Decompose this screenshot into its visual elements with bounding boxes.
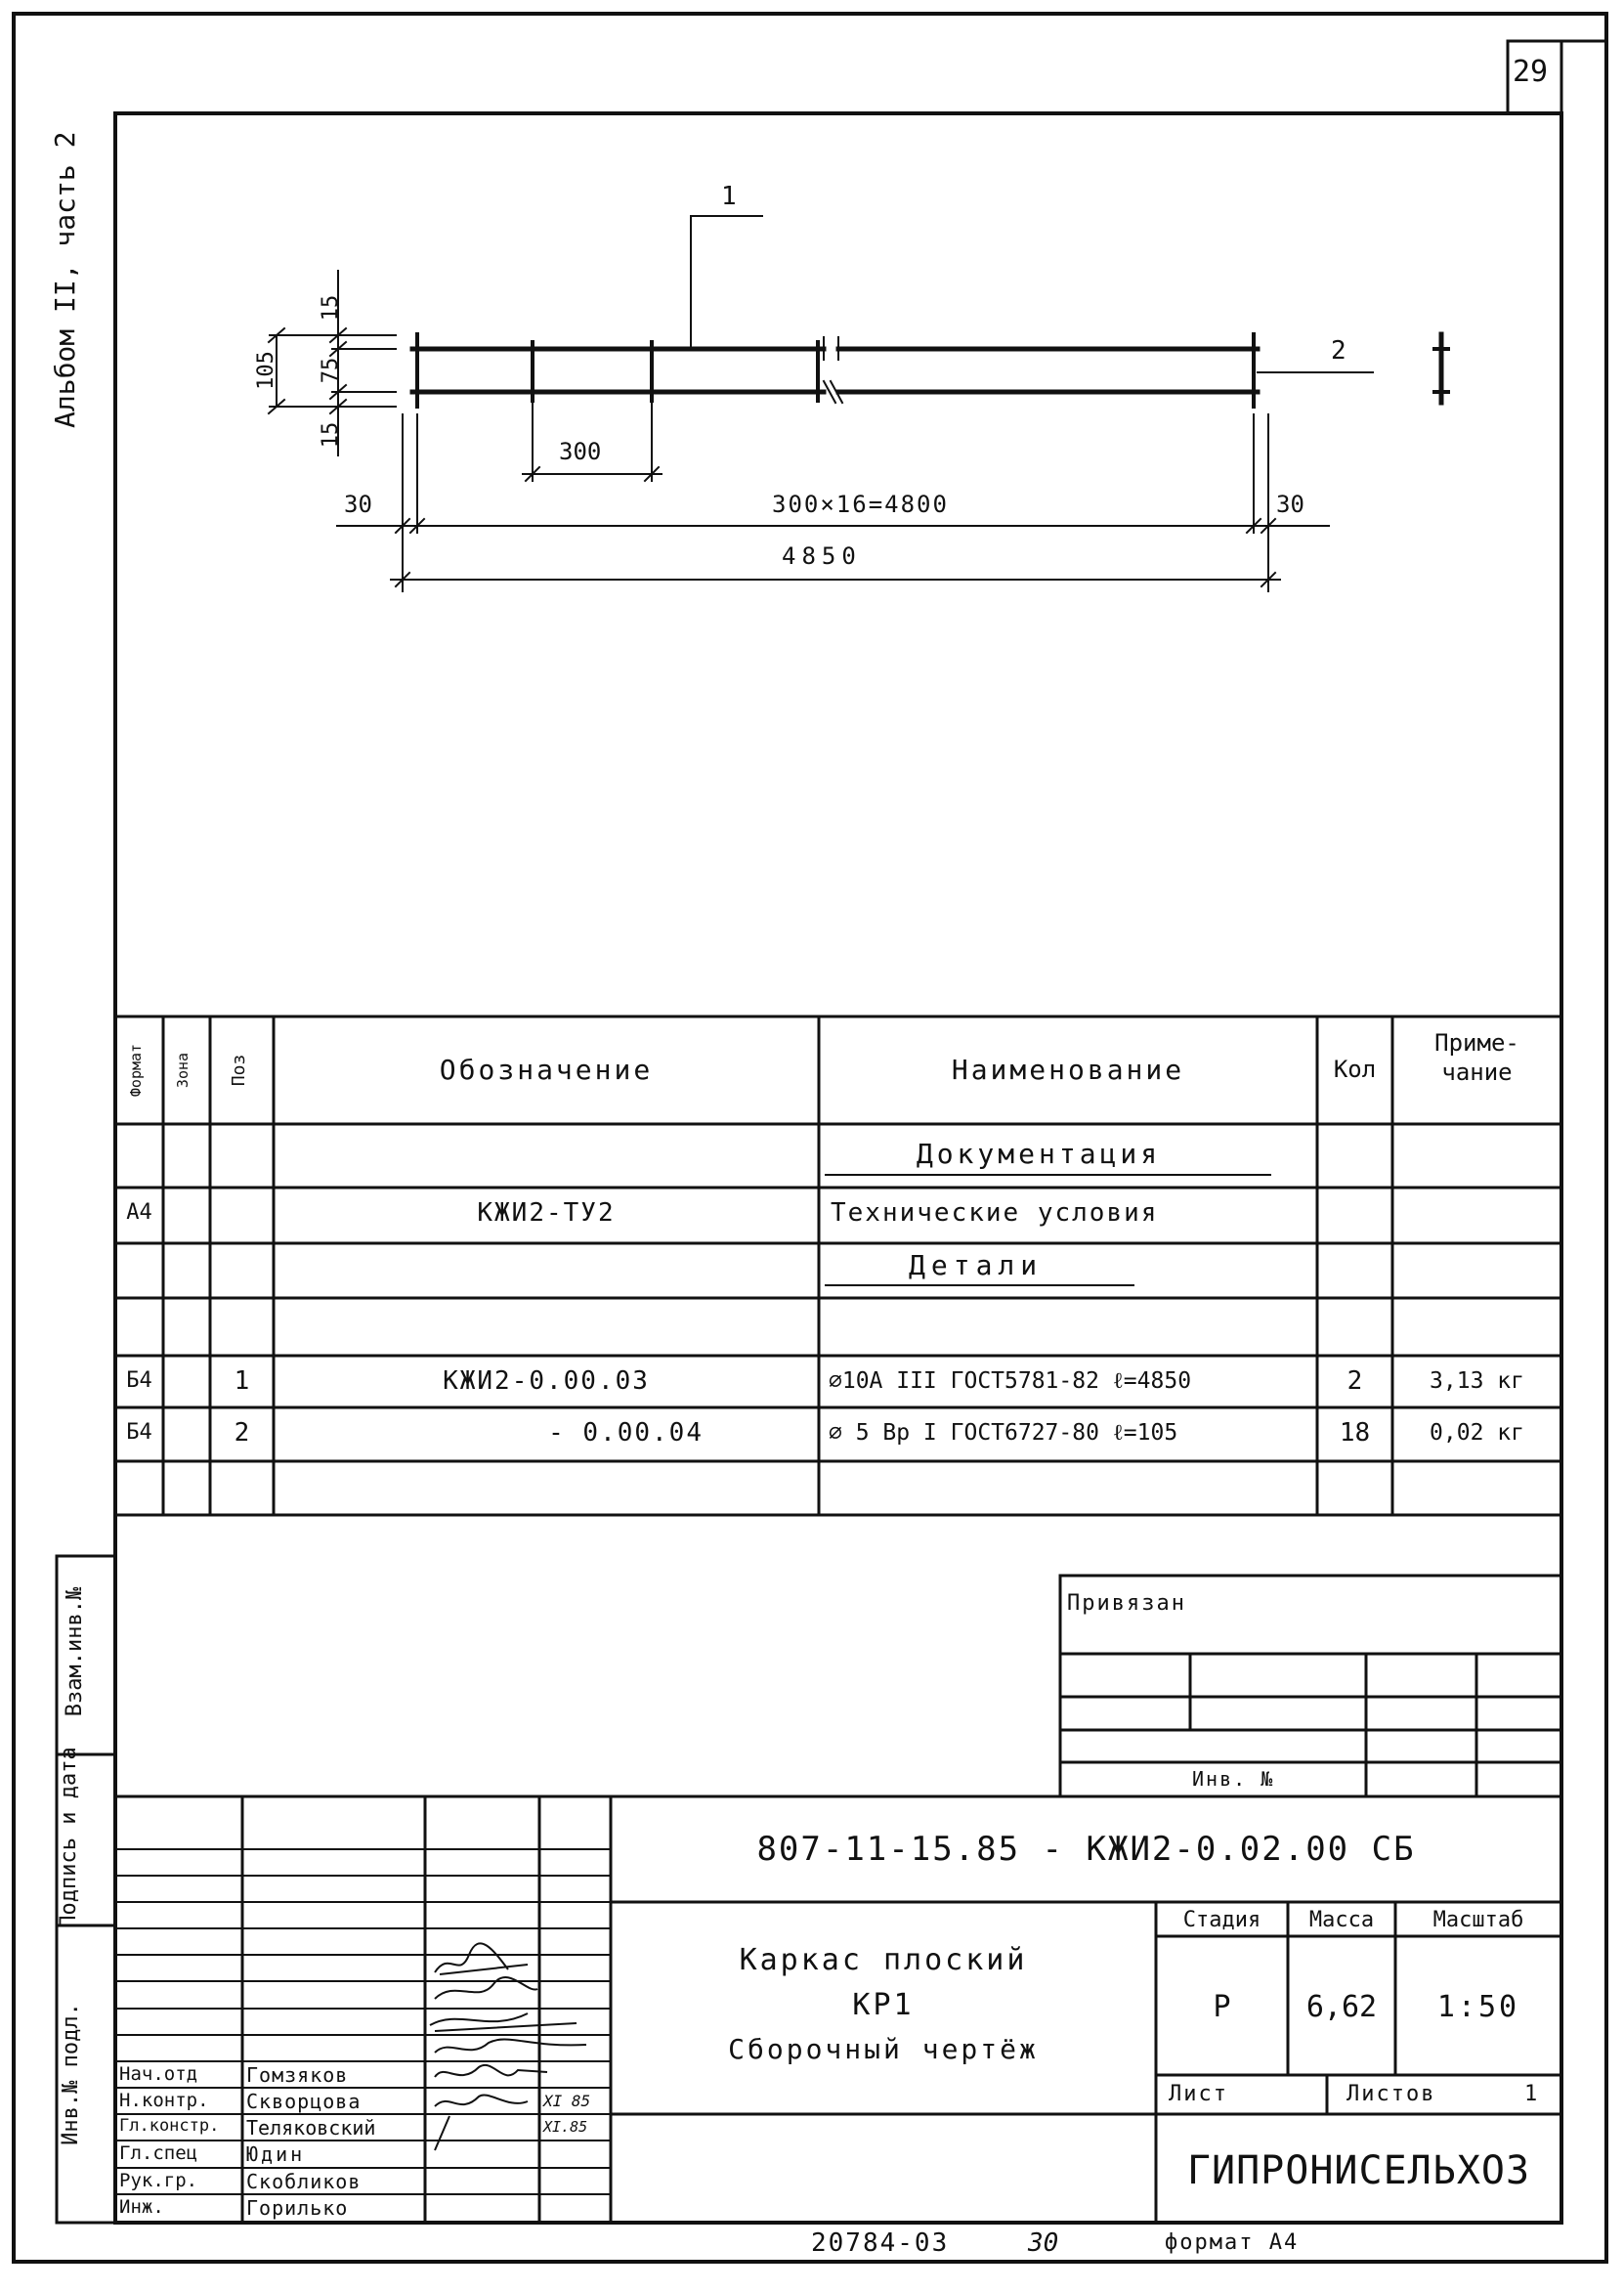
row1-prim: 3,13 кг	[1430, 1368, 1524, 1394]
name-skvortsova: Скворцова	[246, 2090, 362, 2113]
podpis-data-label: Подпись и дата	[57, 1747, 81, 1928]
dim-15-top: 15	[319, 294, 343, 322]
docs-row-naim: Технические условия	[831, 1198, 1159, 1228]
list-label: Лист	[1169, 2082, 1228, 2106]
header-zona: Зона	[174, 1052, 192, 1089]
organization: ГИПРОНИСЕЛЬХОЗ	[1186, 2148, 1531, 2193]
dim-105: 105	[254, 351, 278, 390]
dim-30-left: 30	[344, 491, 372, 518]
name-gorilko: Горилько	[246, 2196, 349, 2220]
header-primechanie: Приме- чание	[1434, 1029, 1519, 1086]
leader-2-label: 2	[1331, 336, 1346, 366]
name-gomzyakov: Гомзяков	[246, 2063, 349, 2087]
privyazan-lines	[1058, 1574, 1563, 1798]
footer-format: формат А4	[1165, 2230, 1300, 2255]
listov-value: 1	[1524, 2082, 1538, 2106]
section-docs: Документация	[916, 1138, 1162, 1170]
docs-row-format: А4	[126, 1200, 152, 1225]
listov-label: Листов	[1346, 2082, 1436, 2106]
masshtab-label: Масштаб	[1432, 1908, 1524, 1932]
masshtab-value: 1:50	[1436, 1990, 1520, 2024]
name-skoblikov: Скобликов	[246, 2170, 362, 2193]
massa-value: 6,62	[1305, 1990, 1378, 2024]
signature-skoblikov	[434, 2064, 548, 2078]
header-kol: Кол	[1333, 1056, 1377, 1083]
title-name-line1: Каркас плоский	[739, 1943, 1028, 1977]
header-oboznachenie: Обозначение	[439, 1054, 654, 1086]
row1-naim: ⌀10А III ГОСТ5781-82 ℓ=4850	[829, 1368, 1192, 1394]
name-yudin: Юдин	[246, 2142, 306, 2166]
dim-75: 75	[319, 357, 343, 384]
footer-sheet: 30	[1028, 2228, 1059, 2258]
row1-poz: 1	[234, 1366, 250, 1396]
signature-telyakovsky	[429, 2012, 577, 2032]
role-nach-otd: Нач.отд	[119, 2063, 198, 2085]
header-format: Формат	[127, 1043, 145, 1098]
signature-gorilko	[434, 2094, 529, 2151]
outer-frame	[12, 12, 1608, 2264]
dim-300: 300	[559, 438, 602, 465]
docs-row-oboz: КЖИ2-ТУ2	[477, 1198, 616, 1228]
massa-label: Масса	[1308, 1908, 1375, 1932]
inner-frame	[113, 111, 1563, 2225]
dim-total: 4850	[782, 542, 862, 570]
stadia-value: Р	[1213, 1990, 1231, 2024]
row2-naim: ⌀ 5 Вр I ГОСТ6727-80 ℓ=105	[829, 1420, 1178, 1446]
frame-drawing	[267, 215, 1450, 592]
row2-oboz: - 0.00.04	[548, 1418, 704, 1448]
inv-podl-label: Инв.№ подл.	[59, 2003, 83, 2145]
role-ruk-gr: Рук.гр.	[119, 2170, 198, 2191]
header-naimenovanie: Наименование	[951, 1054, 1185, 1086]
row2-format: Б4	[126, 1420, 152, 1445]
row2-kol: 18	[1339, 1418, 1371, 1448]
dim-series: 300×16=4800	[772, 491, 949, 518]
row1-kol: 2	[1346, 1366, 1363, 1396]
dim-30-right: 30	[1276, 491, 1304, 518]
role-gl-konstr: Гл.констр.	[119, 2116, 220, 2136]
row2-poz: 2	[234, 1418, 250, 1448]
role-n-kontr: Н.контр.	[119, 2090, 209, 2111]
signature-skvortsova	[434, 1976, 538, 2000]
doc-code: 807-11-15.85 - КЖИ2-0.02.00 СБ	[756, 1830, 1416, 1869]
header-poz: Поз	[229, 1054, 249, 1087]
title-name-line2: КР1	[852, 1988, 915, 2022]
left-strip-lines	[55, 1554, 117, 2225]
row1-oboz: КЖИ2-0.00.03	[443, 1366, 650, 1396]
section-details: Детали	[909, 1249, 1044, 1281]
footer-inv-number: 20784-03	[811, 2228, 950, 2258]
signatures	[429, 1942, 587, 2151]
privyazan-label: Привязан	[1067, 1591, 1186, 1616]
privyazan-inv: Инв. №	[1192, 1767, 1275, 1791]
spec-table-lines	[113, 1015, 1563, 1517]
signature-yudin	[434, 2038, 587, 2054]
signature-gomzyakov	[434, 1942, 529, 1975]
dim-15-bottom: 15	[319, 421, 343, 449]
title-block-lines	[113, 1795, 1563, 2225]
row1-format: Б4	[126, 1368, 152, 1393]
stadia-label: Стадия	[1182, 1908, 1261, 1932]
album-label: Альбом II, часть 2	[49, 131, 81, 428]
role-inzh: Инж.	[119, 2196, 164, 2218]
date-telyakovsky: XI.85	[543, 2118, 588, 2136]
title-name-line3: Сборочный чертёж	[728, 2033, 1039, 2065]
role-gl-spec: Гл.спец	[119, 2142, 198, 2164]
vzam-inv-label: Взам.инв.№	[63, 1586, 87, 1717]
row2-prim: 0,02 кг	[1430, 1420, 1524, 1446]
leader-1-label: 1	[721, 182, 737, 211]
page-number: 29	[1513, 55, 1549, 89]
name-telyakovsky: Теляковский	[246, 2116, 376, 2140]
date-skvortsova: XI 85	[543, 2092, 591, 2110]
